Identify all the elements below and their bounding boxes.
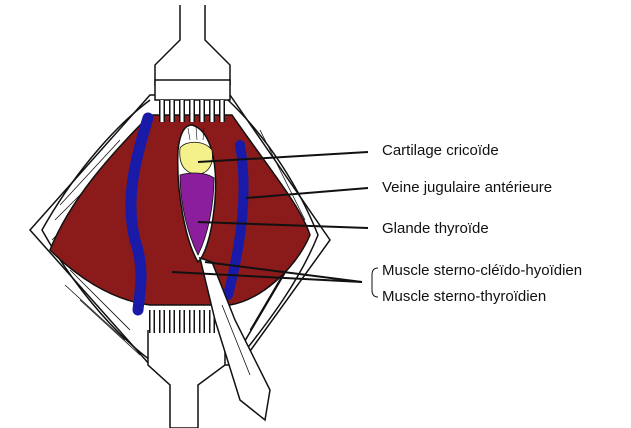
cricoid-cartilage xyxy=(180,142,213,174)
label-jugular: Veine jugulaire antérieure xyxy=(382,179,552,197)
label-sternothyroid: Muscle sterno-thyroïdien xyxy=(382,288,546,306)
label-bracket xyxy=(372,268,378,297)
label-cricoid: Cartilage cricoïde xyxy=(382,142,499,160)
label-sternocleido: Muscle sterno-cléïdo-hyoïdien xyxy=(382,262,582,280)
label-thyroid: Glande thyroïde xyxy=(382,220,489,238)
